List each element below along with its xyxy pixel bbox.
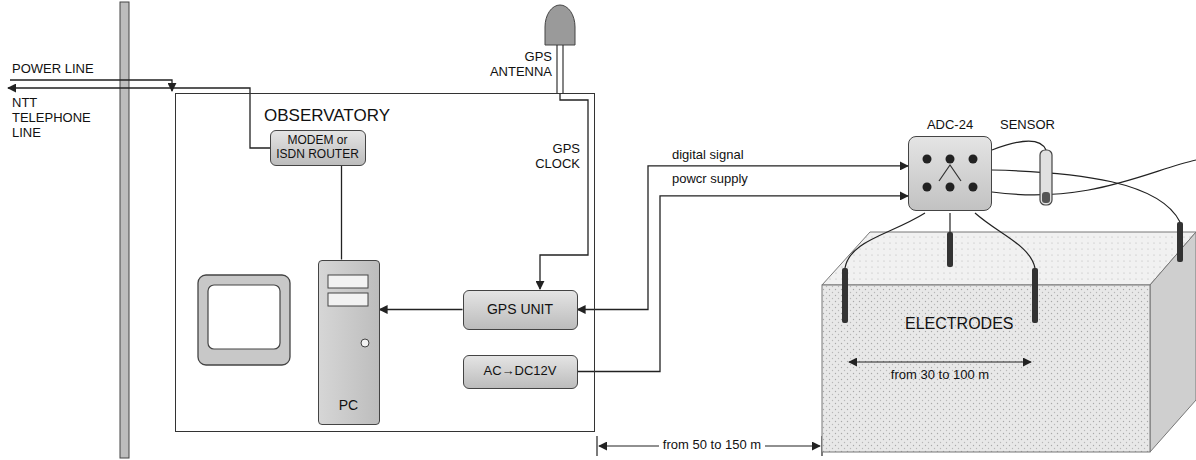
wire-label: NTT TELEPHONE LINE <box>12 96 100 141</box>
ground-side <box>1150 232 1196 452</box>
antenna-mast <box>562 45 563 93</box>
terminal-link <box>939 165 961 181</box>
antenna-dome <box>545 5 575 45</box>
sensor-probe <box>1040 150 1052 205</box>
dimension-label: from 50 to 150 m <box>650 438 774 453</box>
power-supply-box: AC→DC12V <box>463 355 578 389</box>
signal-line <box>578 166 909 310</box>
electrode-wire <box>949 213 950 232</box>
sensor-wire <box>992 141 1046 150</box>
electrode-wire <box>845 213 925 268</box>
dimension-line <box>849 361 1031 362</box>
dimension-tick <box>596 436 597 456</box>
signal-line <box>380 309 463 310</box>
drive-slot <box>328 275 368 288</box>
ground-top <box>822 232 1196 285</box>
adc-housing <box>908 136 992 211</box>
edge-label: digital signal <box>672 148 744 163</box>
antenna-mast <box>556 45 557 93</box>
electrode-rod <box>1177 222 1183 262</box>
box-label: GPS UNIT <box>487 301 553 317</box>
part-label: GPS ANTENNA <box>472 50 552 80</box>
modem-box: MODEM or ISDN ROUTER <box>270 130 366 166</box>
terminal <box>969 182 978 191</box>
power-wire <box>10 80 172 91</box>
signal-line <box>341 166 342 260</box>
terminal <box>923 182 932 191</box>
terminal <box>969 154 978 163</box>
dimension-label: from 30 to 100 m <box>870 368 1010 383</box>
electrode-wire <box>975 213 1035 268</box>
electrode-wire <box>992 170 1180 222</box>
box-heading: ADC-24 <box>908 118 992 133</box>
signal-label: GPS CLOCK <box>510 142 580 172</box>
box-title: OBSERVATORY <box>264 106 390 126</box>
box-label: AC→DC12V <box>484 364 557 379</box>
utility-pole <box>120 2 129 458</box>
ground-front <box>822 285 1150 452</box>
electrode-rod <box>947 232 953 267</box>
adc-terminals <box>909 137 990 209</box>
box-label: PC <box>339 397 358 413</box>
sensor-tip <box>1042 192 1050 203</box>
electrode-wire <box>992 160 1196 195</box>
adc-unit: ADC-24 <box>908 118 992 213</box>
terminal <box>946 182 955 191</box>
electrode-rod <box>842 268 848 323</box>
signal-line <box>578 196 909 372</box>
monitor <box>198 275 290 365</box>
box-label: MODEM or ISDN ROUTER <box>275 134 361 162</box>
wire-label: POWER LINE <box>12 62 112 77</box>
drive-slot <box>328 293 368 306</box>
edge-label: powcr supply <box>672 172 748 187</box>
gps-unit-box: GPS UNIT <box>463 290 578 330</box>
monitor-screen <box>208 285 280 349</box>
terminal <box>923 154 932 163</box>
part-label: SENSOR <box>1000 118 1070 133</box>
telephone-wire <box>8 88 270 148</box>
gps-clock-wire <box>540 93 588 289</box>
pc-tower: PC <box>318 260 380 425</box>
power-button <box>361 339 369 347</box>
terminal <box>946 154 955 163</box>
observatory-box: OBSERVATORY MODEM or ISDN ROUTER PC GPS UNI… <box>175 93 595 432</box>
label-patch: from 50 to 150 m <box>659 437 765 452</box>
area-label: ELECTRODES <box>905 315 1013 333</box>
electrode-rod <box>1032 268 1038 323</box>
